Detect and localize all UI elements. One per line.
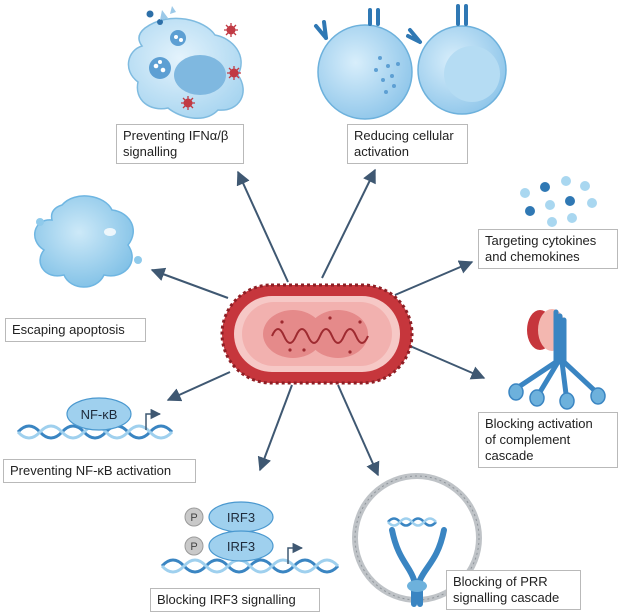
ifn-particles <box>146 6 176 25</box>
phospho-top-label: P <box>190 512 197 524</box>
label-ifn-line1: Preventing IFNα/β <box>123 128 229 143</box>
arrow-to-apoptosis <box>150 267 229 299</box>
phospho-bottom-label: P <box>190 541 197 553</box>
label-apoptosis-line1: Escaping apoptosis <box>12 322 125 337</box>
label-ifn-line2: signalling <box>123 144 178 159</box>
label-cellular-line2: activation <box>354 144 409 159</box>
label-blocking-prr: Blocking of PRR signalling cascade <box>446 570 581 610</box>
irf3-group: IRF3 IRF3 P P <box>160 501 340 574</box>
label-complement-line3: cascade <box>485 448 534 463</box>
irf3-bottom-label: IRF3 <box>227 539 255 554</box>
label-escaping-apoptosis: Escaping apoptosis <box>5 318 146 342</box>
label-preventing-ifn: Preventing IFNα/β signalling <box>116 124 244 164</box>
arrow-to-cytokines <box>394 260 474 296</box>
infected-cell-icon <box>127 6 244 119</box>
arrow-to-prr <box>337 384 380 477</box>
label-complement-line2: of complement <box>485 432 571 447</box>
label-blocking-complement: Blocking activation of complement cascad… <box>478 412 618 468</box>
arrow-to-complement <box>409 345 486 380</box>
complement-protein-icon <box>508 309 606 410</box>
nfkb-dna-group: NF-κB <box>16 397 174 440</box>
bacterium-icon <box>220 283 414 385</box>
label-prr-line2: signalling cascade <box>453 590 560 605</box>
arrows <box>150 168 486 477</box>
nfkb-protein-label: NF-κB <box>81 407 118 422</box>
label-irf3-line1: Blocking IRF3 signalling <box>157 592 296 607</box>
label-reducing-cellular-activation: Reducing cellular activation <box>347 124 468 164</box>
transcription-start-arrow <box>287 542 304 564</box>
label-cellular-line1: Reducing cellular <box>354 128 454 143</box>
irf3-bottom-protein <box>208 530 274 562</box>
apoptotic-cell-icon <box>34 195 142 288</box>
arrow-to-ifn <box>236 170 289 283</box>
dna-helix-icon <box>160 558 340 574</box>
phospho-bottom <box>184 536 204 556</box>
label-prr-line1: Blocking of PRR <box>453 574 548 589</box>
arrow-to-nfkb <box>166 371 231 402</box>
arrow-to-cellular <box>321 168 376 279</box>
nfkb-protein <box>66 397 132 431</box>
label-cytokines-line2: and chemokines <box>485 249 580 264</box>
transcription-start-arrow <box>145 408 162 430</box>
cytokine-dots-icon <box>520 176 597 227</box>
phospho-top <box>184 507 204 527</box>
lymphocyte-icon <box>314 4 507 120</box>
arrow-to-irf3 <box>257 384 293 472</box>
irf3-top-label: IRF3 <box>227 510 255 525</box>
label-targeting-cytokines: Targeting cytokines and chemokines <box>478 229 618 269</box>
label-complement-line1: Blocking activation <box>485 416 593 431</box>
label-cytokines-line1: Targeting cytokines <box>485 233 597 248</box>
label-blocking-irf3: Blocking IRF3 signalling <box>150 588 320 612</box>
label-nfkb-line1: Preventing NF-κB activation <box>10 463 172 478</box>
label-preventing-nfkb: Preventing NF-κB activation <box>3 459 196 483</box>
endosome-icon <box>352 473 482 607</box>
